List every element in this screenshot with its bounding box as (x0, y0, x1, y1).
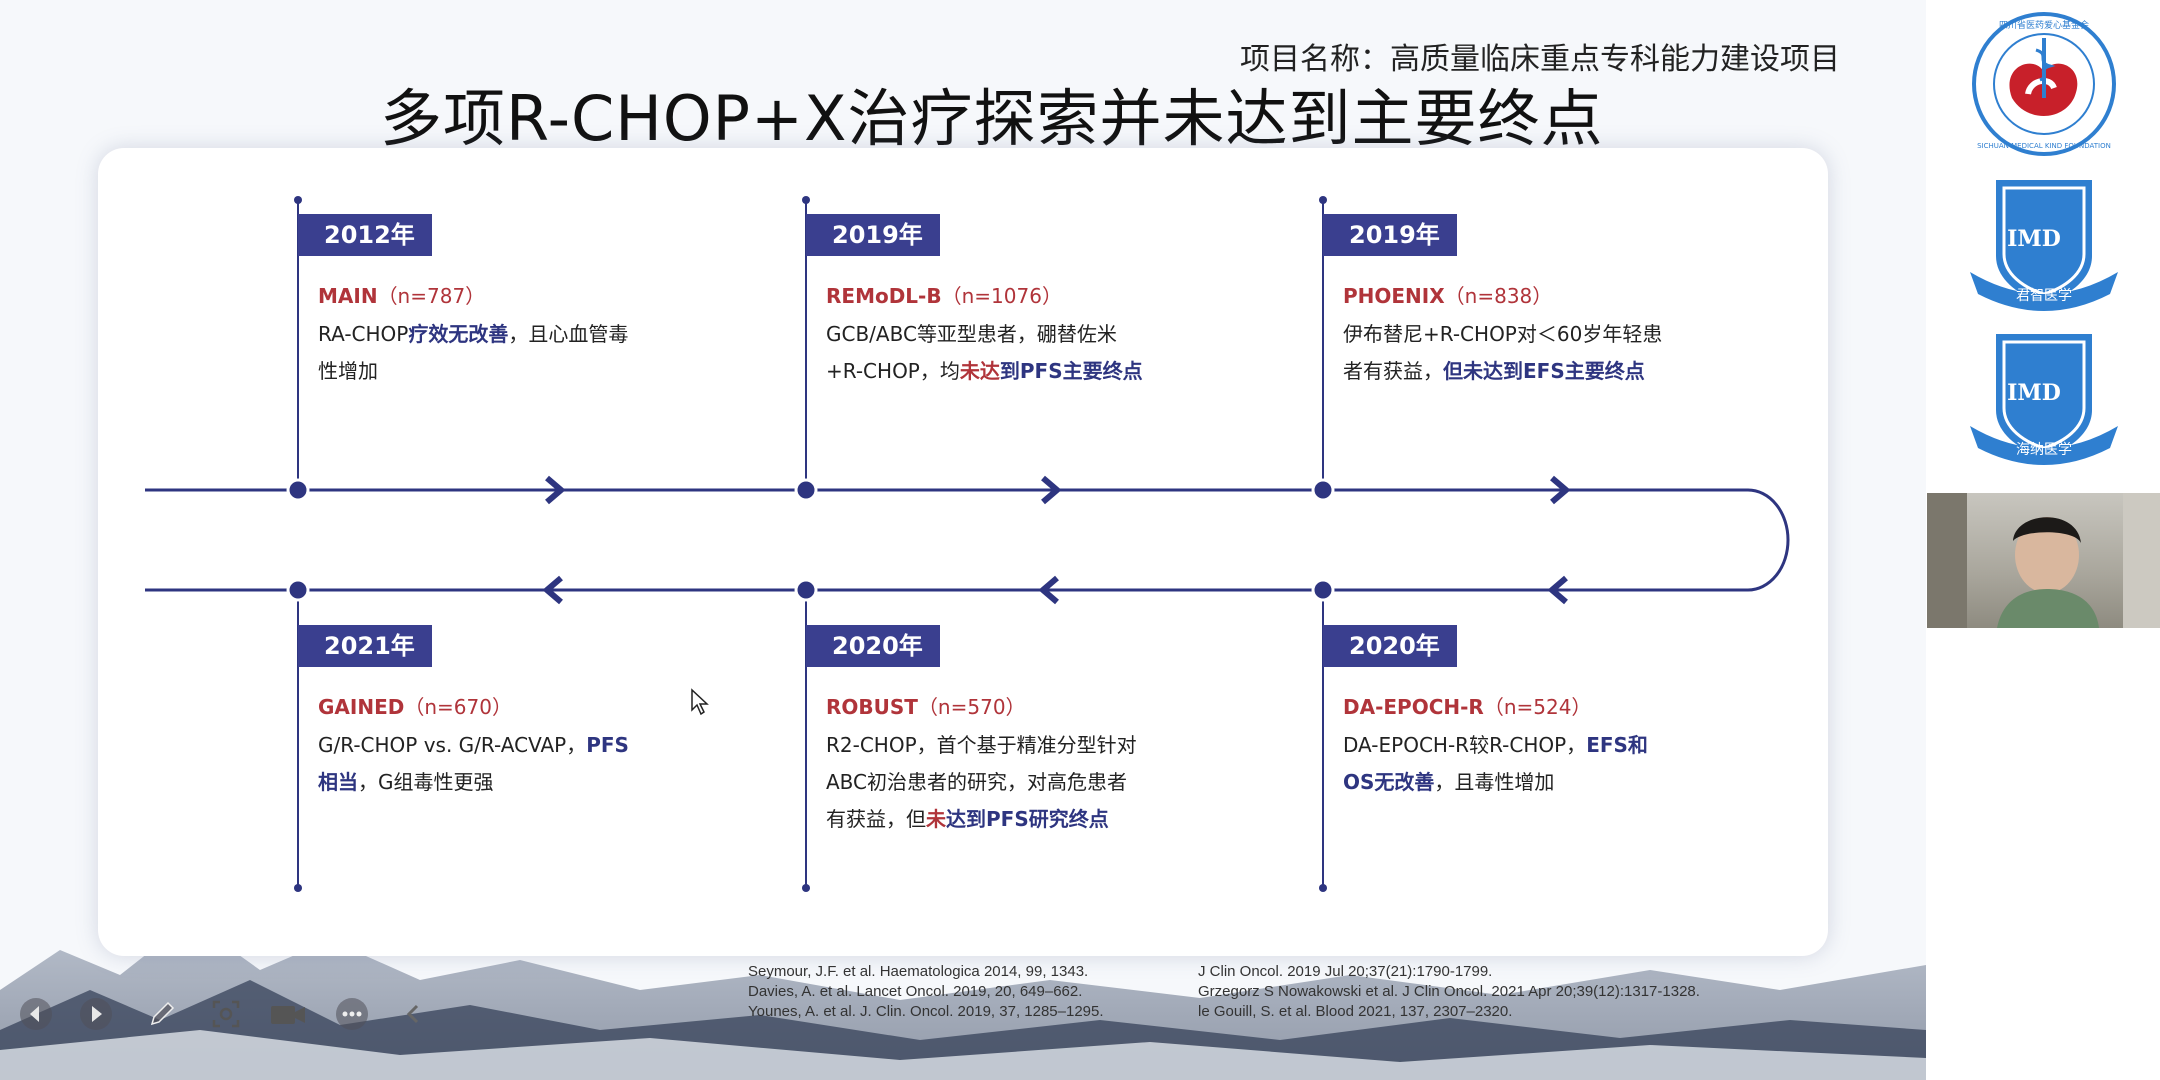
play-icon[interactable] (74, 992, 118, 1036)
foundation-logo: 四川省医药爱心基金会 SICHUAN MEDICAL KIND FOUNDATI… (1972, 12, 2116, 156)
year-badge: 2020年 (806, 625, 940, 667)
timeline-event: 2019年 PHOENIX（n=838） 伊布替尼+R-CHOP对＜60岁年轻患… (1323, 214, 1683, 414)
description-segment: EFS和OS无改善 (1343, 733, 1648, 794)
timeline-curve (1747, 488, 1790, 592)
imd-ribbon-text: 君智医学 (2016, 288, 2072, 304)
collapse-icon[interactable] (392, 992, 436, 1036)
year-badge: 2021年 (298, 625, 432, 667)
year-badge: 2019年 (1323, 214, 1457, 256)
timeline-event: 2021年 GAINED（n=670） G/R-CHOP vs. G/R-ACV… (298, 625, 658, 865)
chevron-right-icon (545, 475, 1571, 505)
reference: Younes, A. et al. J. Clin. Oncol. 2019, … (748, 1003, 1104, 1020)
trial-title: DA-EPOCH-R（n=524） (1343, 695, 1592, 719)
imd-logo: IMD 海纳医学 (1970, 334, 2118, 465)
trial-description: RA-CHOP疗效无改善，且心血管毒性增加 (318, 316, 638, 390)
foundation-name-en: SICHUAN MEDICAL KIND FOUNDATION (1977, 142, 2111, 150)
project-name: 项目名称：高质量临床重点专科能力建设项目 (1240, 42, 1840, 77)
trial-description: 伊布替尼+R-CHOP对＜60岁年轻患者有获益，但未达到EFS主要终点 (1343, 316, 1663, 390)
webcam-video[interactable] (1927, 493, 2160, 628)
timeline-event: 2012年 MAIN（n=787） RA-CHOP疗效无改善，且心血管毒性增加 (298, 214, 658, 414)
year-badge: 2020年 (1323, 625, 1457, 667)
pen-icon[interactable] (140, 992, 184, 1036)
reference: Davies, A. et al. Lancet Oncol. 2019, 20… (748, 983, 1083, 1000)
trial-title: REMoDL-B（n=1076） (826, 284, 1062, 308)
timeline (145, 196, 1790, 892)
trial-description: GCB/ABC等亚型患者，硼替佐米+R-CHOP，均未达到PFS主要终点 (826, 316, 1146, 390)
description-segment: 到PFS主要终点 (999, 359, 1143, 383)
reference: J Clin Oncol. 2019 Jul 20;37(21):1790-17… (1198, 963, 1493, 980)
description-segment: DA-EPOCH-R较R-CHOP， (1343, 733, 1587, 757)
timeline-event: 2020年 ROBUST（n=570） R2-CHOP，首个基于精准分型针对AB… (806, 625, 1166, 865)
webcam-person (1927, 493, 2160, 628)
more-icon[interactable] (330, 992, 374, 1036)
timeline-node (286, 478, 1335, 602)
description-segment: 达到PFS研究终点 (946, 807, 1109, 831)
trial-description: DA-EPOCH-R较R-CHOP，EFS和OS无改善，且毒性增加 (1343, 727, 1663, 801)
trial-title: GAINED（n=670） (318, 695, 512, 719)
reference: Seymour, J.F. et al. Haematologica 2014,… (748, 963, 1089, 980)
description-segment: RA-CHOP (318, 322, 409, 346)
reference: le Gouill, S. et al. Blood 2021, 137, 23… (1198, 1003, 1513, 1020)
description-segment: 未达 (959, 359, 1000, 383)
slide: 项目名称：高质量临床重点专科能力建设项目 多项R-CHOP+X治疗探索并未达到主… (0, 42, 1926, 1080)
imd-ribbon-text: 海纳医学 (2016, 442, 2072, 458)
description-segment: 疗效无改善 (408, 322, 509, 346)
description-segment: GCB/ABC等亚型患者，硼替佐米+R-CHOP，均 (826, 322, 1117, 383)
trial-title: ROBUST（n=570） (826, 695, 1026, 719)
description-segment: 伊布替尼+R-CHOP对＜60岁年轻患者有获益， (1343, 322, 1663, 383)
references-right: J Clin Oncol. 2019 Jul 20;37(21):1790-17… (1198, 962, 1700, 1022)
trial-description: R2-CHOP，首个基于精准分型针对ABC初治患者的研究，对高危患者有获益，但未… (826, 727, 1146, 838)
description-segment: 但未达到EFS主要终点 (1443, 359, 1645, 383)
description-segment: ，且毒性增加 (1434, 770, 1555, 794)
trial-title: PHOENIX（n=838） (1343, 284, 1553, 308)
trial-description: G/R-CHOP vs. G/R-ACVAP，PFS相当，G组毒性更强 (318, 727, 638, 801)
references-left: Seymour, J.F. et al. Haematologica 2014,… (748, 962, 1104, 1022)
camera-icon[interactable] (266, 992, 310, 1036)
timeline-card (98, 148, 1828, 956)
year-badge: 2012年 (298, 214, 432, 256)
reference: Grzegorz S Nowakowski et al. J Clin Onco… (1198, 983, 1700, 1000)
description-segment: ，且心血管毒性增加 (318, 322, 629, 383)
foundation-name: 四川省医药爱心基金会 (1999, 19, 2089, 31)
slide-title: 多项R-CHOP+X治疗探索并未达到主要终点 (380, 82, 1604, 155)
year-badge: 2019年 (806, 214, 940, 256)
description-segment: G/R-CHOP vs. G/R-ACVAP， (318, 733, 587, 757)
imd-text: IMD (2007, 226, 2061, 252)
timeline-event: 2020年 DA-EPOCH-R（n=524） DA-EPOCH-R较R-CHO… (1323, 625, 1683, 865)
trial-title: MAIN（n=787） (318, 284, 486, 308)
imd-text: IMD (2007, 380, 2061, 406)
mouse-cursor-icon (691, 688, 709, 716)
mountain-background (0, 920, 1926, 1080)
imd-logo: IMD 君智医学 (1970, 180, 2118, 311)
timeline-event: 2019年 REMoDL-B（n=1076） GCB/ABC等亚型患者，硼替佐米… (806, 214, 1166, 414)
description-segment: ，G组毒性更强 (358, 770, 494, 794)
presentation-toolbar (0, 978, 440, 1052)
description-segment: R2-CHOP，首个基于精准分型针对ABC初治患者的研究，对高危患者有获益，但 (826, 733, 1137, 831)
prev-icon[interactable] (14, 992, 58, 1036)
screenshot-icon[interactable] (204, 992, 248, 1036)
chevron-left-icon (542, 575, 1568, 605)
description-segment: PFS相当 (318, 733, 629, 794)
description-segment: 未 (926, 807, 946, 831)
